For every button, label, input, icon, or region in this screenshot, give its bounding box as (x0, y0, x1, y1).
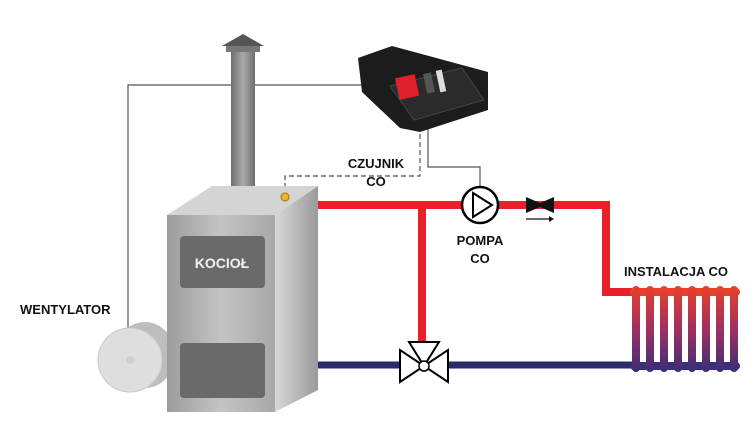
radiator-column (688, 286, 696, 372)
radiator-column (730, 286, 738, 372)
sensor-icon (280, 192, 290, 202)
boiler: KOCIOŁ (167, 186, 318, 412)
radiator-column (716, 286, 724, 372)
pump-icon (460, 185, 500, 225)
installation-label: INSTALACJA CO (624, 264, 728, 279)
fan-control-wire (127, 84, 368, 335)
radiator-column (632, 286, 640, 372)
boiler-label-panel (180, 236, 265, 288)
pump-label-line2: CO (470, 251, 490, 266)
fan (97, 322, 175, 393)
radiator (630, 286, 740, 372)
boiler-label: KOCIOŁ (195, 255, 250, 271)
radiator-column (660, 286, 668, 372)
fan-label: WENTYLATOR (20, 302, 111, 317)
pump-control-wire (427, 128, 481, 187)
three-way-valve-icon (399, 341, 449, 384)
radiator-column (702, 286, 710, 372)
display (394, 74, 420, 100)
boiler-ash-door (180, 343, 265, 398)
sensor-label-line1: CZUJNIK (348, 156, 405, 171)
controller (358, 46, 488, 132)
sensor-label-line2: CO (366, 174, 386, 189)
check-valve-icon (526, 197, 554, 222)
radiator-column (646, 286, 654, 372)
supply-pipe (316, 201, 632, 348)
radiator-column (674, 286, 682, 372)
chimney (222, 34, 264, 200)
pump-label-line1: POMPA (457, 233, 504, 248)
